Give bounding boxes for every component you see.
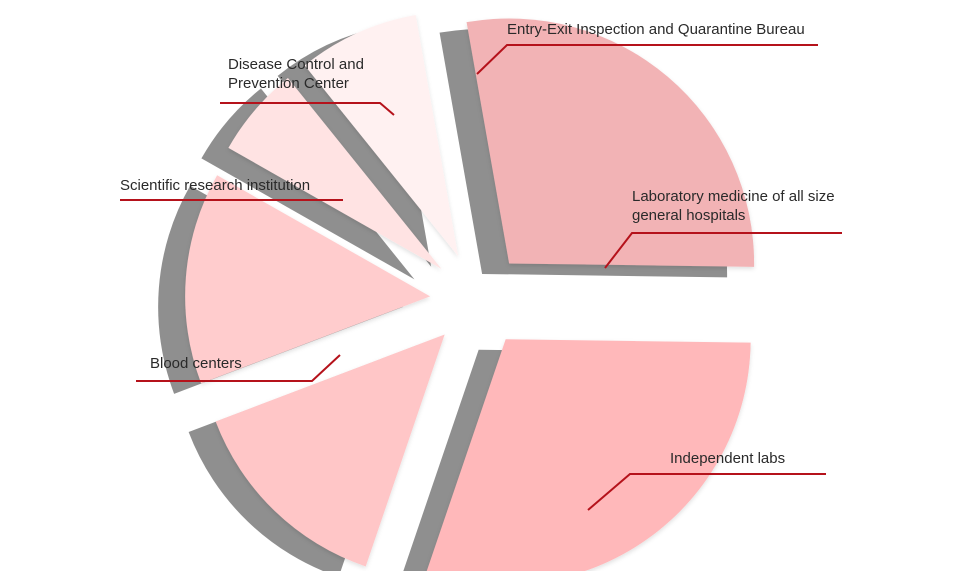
pie-slices [158,15,755,571]
slice-label-6: Entry-Exit Inspection and Quarantine Bur… [507,20,805,39]
leader-line-5 [220,102,395,116]
pie-slice-4[interactable] [185,175,431,384]
leader-line-3 [136,354,341,382]
slice-label-4-line-1: Scientific research institution [120,177,311,194]
leader-line-6 [476,44,818,75]
pie-slice-1[interactable] [466,18,755,267]
pie-slice-3[interactable] [215,334,445,567]
slice-label-2: Independent labs [670,449,785,468]
slice-label-1-line-2: general hospitals [632,207,746,224]
slice-label-5-line-2: Prevention Center [228,75,349,92]
slice-label-1-line-1: Laboratory medicine of all size [632,188,835,205]
slice-label-5-line-1: Disease Control and [228,56,364,73]
leader-lines [120,44,842,511]
slice-label-6-line-1: Entry-Exit Inspection and Quarantine Bur… [507,21,805,38]
pie-slice-2[interactable] [426,339,751,571]
slice-label-3-line-1: Blood centers [150,355,242,372]
pie-slice-5[interactable] [228,77,442,269]
leader-line-1 [604,232,842,269]
slice-label-3: Blood centers [150,354,242,373]
leader-line-2 [587,473,826,511]
slice-label-4: Scientific research institution [120,176,310,195]
slice-label-2-line-1: Independent labs [670,450,786,467]
pie-slice-6[interactable] [304,15,459,257]
slice-label-1: Laboratory medicine of all size general h… [632,187,835,225]
